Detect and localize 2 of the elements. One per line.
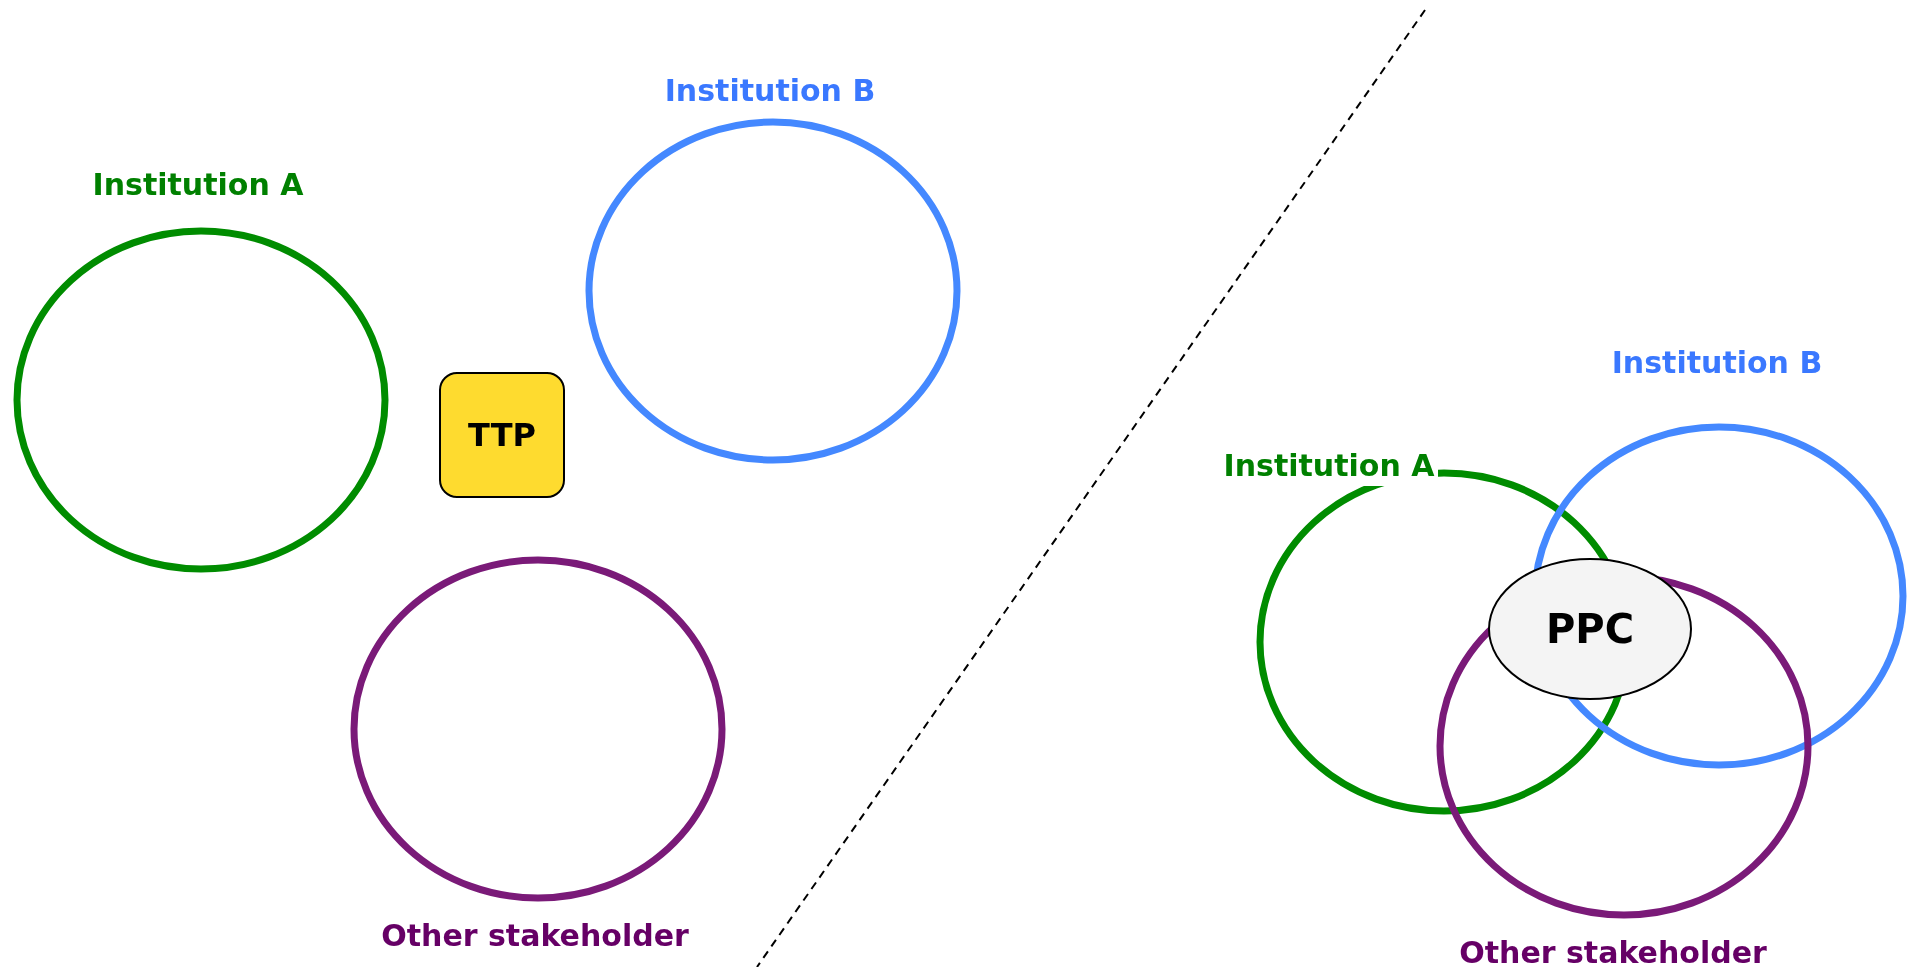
oval-node: PPC — [1488, 558, 1692, 700]
rounded-box: TTP — [439, 372, 565, 498]
